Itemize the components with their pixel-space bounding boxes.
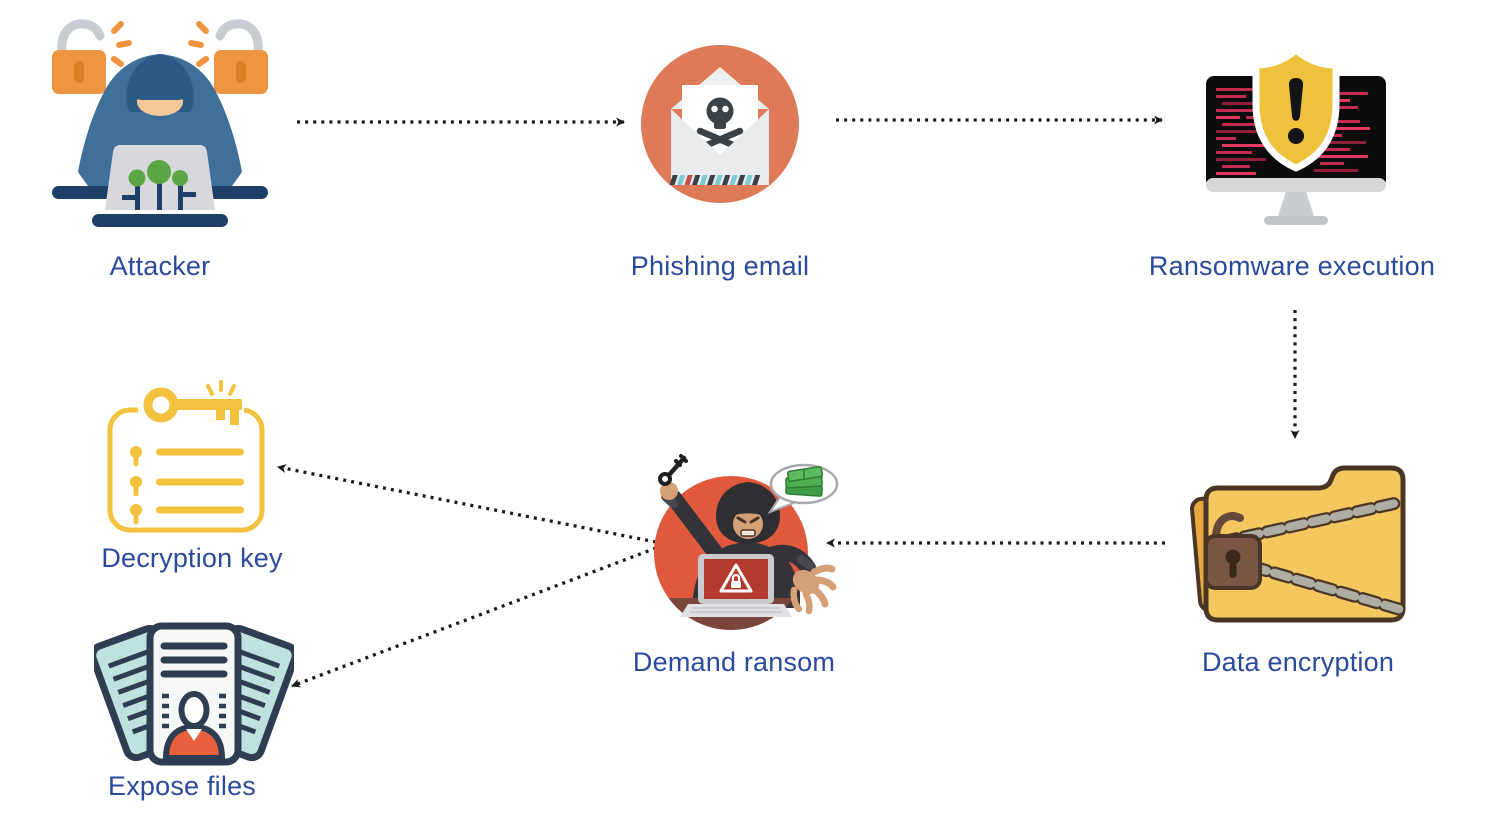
airmail-stripe <box>669 175 761 185</box>
decryption-key-icon <box>107 380 265 533</box>
ransomware-execution-label: Ransomware execution <box>1148 251 1436 281</box>
ransomware-execution-icon <box>1206 48 1386 225</box>
arrow-ransom-to-decryption-key <box>277 464 657 544</box>
phishing-email-icon <box>641 45 799 203</box>
decryption-key-label: Decryption key <box>101 543 283 573</box>
front-id-file <box>146 622 242 766</box>
node-decryption-key <box>104 378 268 536</box>
expose-files-label: Expose files <box>108 771 256 801</box>
key-list <box>130 446 244 524</box>
data-encryption-icon <box>1190 465 1408 623</box>
node-data-encryption <box>1188 462 1408 626</box>
laptop-icon <box>92 145 228 227</box>
warning-triangle-icon <box>719 563 753 593</box>
open-hand <box>790 564 837 615</box>
node-phishing-email <box>641 45 799 203</box>
attacker-label: Attacker <box>109 251 211 281</box>
warning-shield-icon <box>1252 48 1340 172</box>
right-padlock-icon <box>214 19 268 94</box>
ransom-key-icon <box>658 454 688 486</box>
ransom-laptop-icon <box>680 554 792 617</box>
demand-ransom-label: Demand ransom <box>632 647 836 677</box>
node-attacker <box>52 14 268 230</box>
arrow-ransom-to-expose-files <box>291 546 657 688</box>
spark-marks <box>111 21 209 67</box>
person-icon <box>163 691 225 761</box>
node-demand-ransom <box>648 448 840 638</box>
demand-ransom-icon <box>654 454 839 630</box>
node-ransomware-execution <box>1198 48 1394 232</box>
data-encryption-label: Data encryption <box>1201 647 1395 677</box>
left-padlock-icon <box>52 19 106 94</box>
sparkle-icon <box>206 380 236 396</box>
money-icon <box>785 465 824 497</box>
hooded-head <box>716 482 780 544</box>
node-expose-files <box>94 618 294 770</box>
phishing-email-label: Phishing email <box>630 251 810 281</box>
expose-files-icon <box>94 622 294 766</box>
key-icon <box>143 387 242 425</box>
money-speech-bubble <box>767 463 839 515</box>
padlock-icon <box>1204 512 1262 590</box>
attacker-icon <box>52 19 268 227</box>
